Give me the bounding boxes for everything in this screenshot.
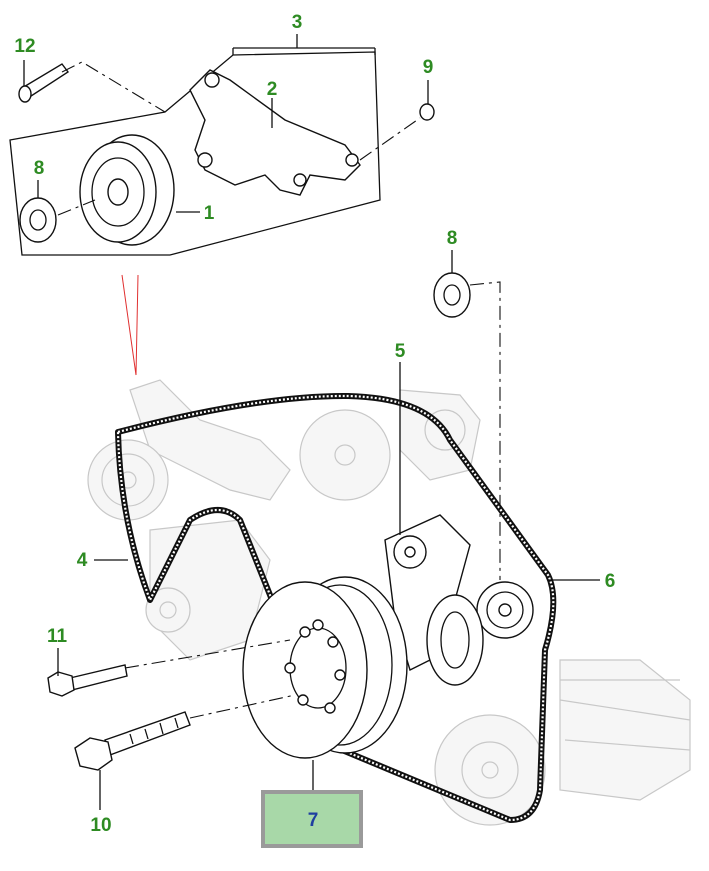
- idler-pulley: [476, 581, 534, 639]
- callout-5[interactable]: 5: [395, 341, 406, 362]
- callout-7-highlight: [261, 790, 363, 848]
- bolt-11: [47, 664, 128, 697]
- dust-cap-lower: [433, 272, 471, 318]
- assembly-axis-lines: [57, 61, 501, 719]
- callout-4[interactable]: 4: [77, 550, 88, 571]
- callout-11[interactable]: 11: [47, 626, 68, 647]
- bushing: [419, 103, 435, 121]
- bolt-10: [74, 711, 191, 771]
- callout-3[interactable]: 3: [292, 12, 303, 33]
- belt-tensioner: [384, 514, 484, 686]
- bolt-12: [18, 63, 70, 103]
- callout-7[interactable]: 7: [308, 810, 319, 831]
- idler-pulley-exploded: [79, 134, 175, 246]
- callout-10[interactable]: 10: [90, 815, 111, 836]
- callout-9[interactable]: 9: [423, 57, 434, 78]
- callout-2[interactable]: 2: [267, 79, 278, 100]
- callout-12[interactable]: 12: [14, 36, 35, 57]
- crankshaft-pulley: [242, 576, 408, 759]
- leader-lines: [23, 34, 600, 810]
- callout-8-top[interactable]: 8: [34, 158, 45, 179]
- dust-cap-top: [19, 197, 57, 243]
- tensioner-bracket: [189, 69, 361, 196]
- callout-1[interactable]: 1: [204, 203, 215, 224]
- drive-belt: [115, 392, 557, 823]
- callout-8-lower[interactable]: 8: [447, 228, 458, 249]
- tensioner-assembly-frame: [9, 51, 381, 256]
- callout-6[interactable]: 6: [605, 571, 616, 592]
